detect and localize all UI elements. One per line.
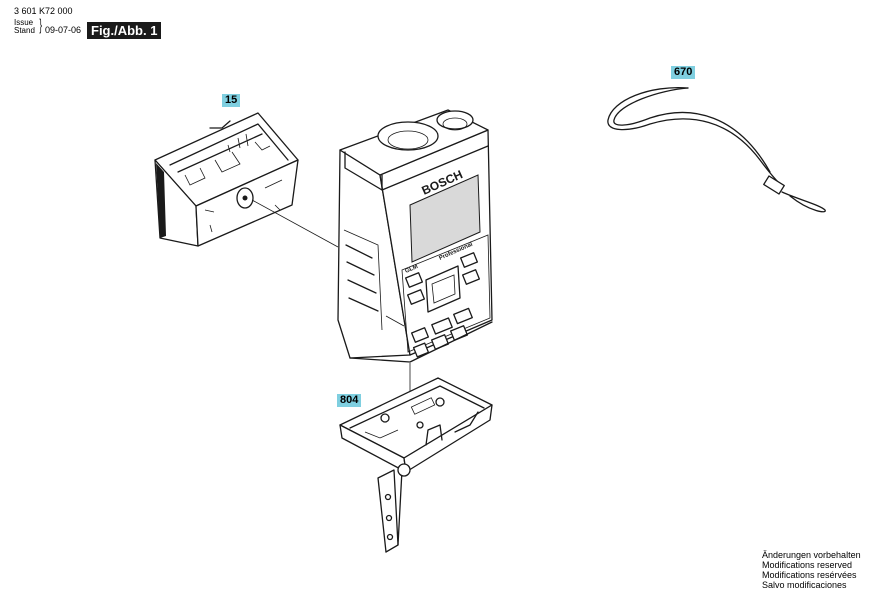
modification-notes: Änderungen vorbehalten Modifications res… <box>762 550 861 590</box>
device-body-drawing: BOSCH GLM Professional <box>337 109 493 363</box>
note-es: Salvo modificaciones <box>762 580 847 590</box>
battery-cover-drawing <box>154 112 299 247</box>
issue-date: 09-07-06 <box>45 25 82 35</box>
part-label-804: 804 <box>337 394 362 407</box>
note-fr: Modifications resérvées <box>762 570 857 580</box>
issue-label: Issue <box>14 18 34 27</box>
leader-line-15 <box>251 199 339 248</box>
part-number: 3 601 K72 000 <box>14 6 73 16</box>
part-label-670: 670 <box>671 66 696 79</box>
device-model-text: GLM <box>404 264 419 275</box>
part-label-15: 15 <box>222 94 241 107</box>
note-de: Änderungen vorbehalten <box>762 550 861 560</box>
figure-label: Fig./Abb. 1 <box>87 22 162 39</box>
stand-label: Stand <box>14 26 35 35</box>
brace-glyph: } <box>39 17 43 34</box>
note-en: Modifications reserved <box>762 560 853 570</box>
end-piece-drawing <box>339 377 493 553</box>
hand-strap-drawing <box>607 86 826 213</box>
issue-stand-label: Issue Stand <box>14 19 35 35</box>
